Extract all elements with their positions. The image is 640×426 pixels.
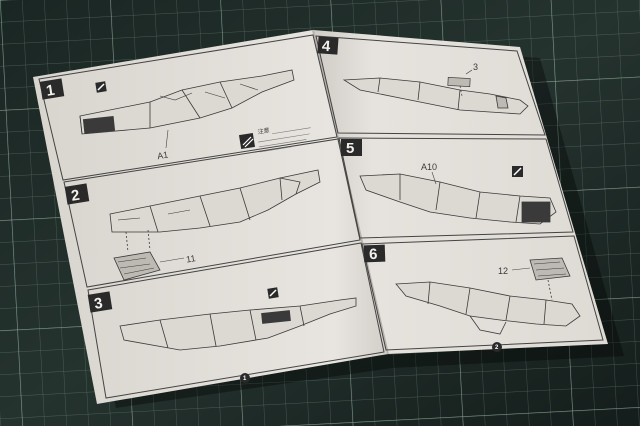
caution-note-text: 注意	[257, 126, 270, 136]
page-2-number-badge: 2	[492, 342, 502, 352]
step-4-badge: 4	[317, 36, 339, 56]
step-6-badge: 6	[363, 244, 386, 263]
step-4-fuselage-drawing	[342, 77, 529, 115]
page-1-number: 1	[243, 376, 247, 382]
right-panel-frames	[315, 35, 604, 351]
step-1-badge: 1	[39, 78, 65, 100]
step-2-fuselage-drawing	[109, 169, 321, 233]
step-6-cockpit-tub	[529, 257, 571, 301]
step-3-badge: 3	[87, 291, 113, 313]
step-2-badge: 2	[64, 183, 90, 205]
left-panel-frames	[38, 34, 385, 399]
step-3-fuselage-drawing	[119, 297, 357, 351]
step-4-part-label: 3	[473, 62, 478, 72]
step-6-part-label: 12	[498, 266, 508, 276]
step-3-paint-icon	[267, 287, 279, 299]
step-1-fuselage-drawing	[79, 69, 295, 135]
step-2-cockpit-tub	[113, 229, 161, 281]
step-2-part-label: 11	[185, 253, 196, 264]
step-5-fuselage-drawing	[359, 173, 557, 225]
step-3-number: 3	[93, 295, 104, 313]
step-6-leader-line	[511, 267, 531, 271]
step-5-badge: 5	[341, 139, 362, 157]
page-1-number-badge: 1	[240, 373, 250, 383]
step-2-number: 2	[70, 187, 81, 205]
step-2-leader-line	[159, 257, 185, 263]
step-4-part-detail	[447, 69, 473, 97]
step-1-paint-icon	[95, 81, 107, 93]
caution-note: 注意	[238, 126, 311, 153]
step-6-number: 6	[369, 246, 378, 263]
page-2-number: 2	[495, 345, 499, 351]
step-5-part-label: A10	[421, 162, 437, 172]
step-6-fuselage-drawing	[395, 281, 581, 335]
step-5-leader-line	[431, 171, 437, 185]
step-1-number: 1	[45, 82, 56, 100]
step-5-paint-icon	[512, 166, 523, 177]
step-4-number: 4	[321, 38, 331, 56]
step-5-number: 5	[346, 140, 354, 157]
step-1-leader-line	[165, 129, 169, 149]
step-1-part-label: A1	[156, 150, 168, 162]
